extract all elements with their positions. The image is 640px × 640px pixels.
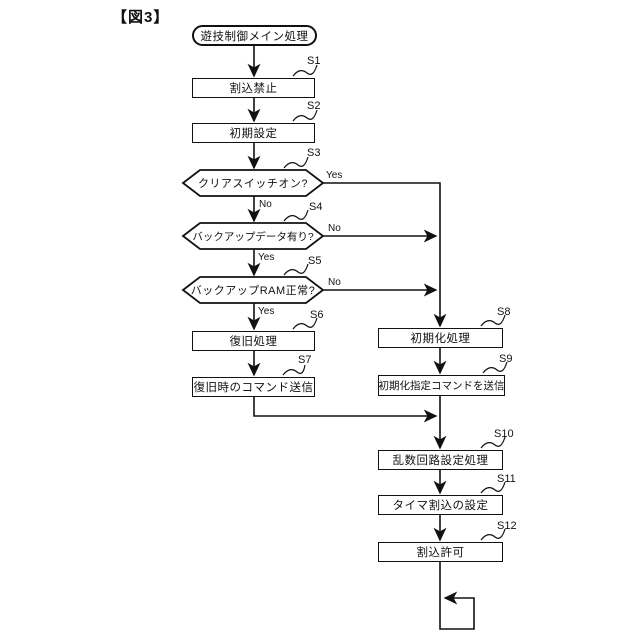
step-label-s1: S1 [307, 55, 321, 67]
start-terminal: 遊技制御メイン処理 [192, 25, 317, 46]
connector-s3-yes-trunk-s8 [323, 182, 447, 328]
step-label-s12: S12 [497, 520, 517, 532]
step-label-s2: S2 [307, 100, 321, 112]
step-label-s3: S3 [307, 147, 321, 159]
leader-s3 [283, 156, 309, 169]
leader-s5 [283, 263, 309, 276]
decision-s5-shape [181, 276, 325, 304]
branch-label-s4-yes: Yes [258, 252, 275, 263]
branch-label-s4-no: No [328, 223, 341, 234]
step-label-s9: S9 [499, 353, 513, 365]
step-label-s5: S5 [308, 255, 322, 267]
step-label-s6: S6 [310, 309, 324, 321]
decision-s3-shape [181, 169, 325, 197]
step-label-s10: S10 [494, 428, 514, 440]
branch-label-s5-no: No [328, 277, 341, 288]
step-label-s11: S11 [497, 473, 516, 485]
leader-s7 [282, 364, 306, 376]
loop-connector [439, 562, 475, 630]
process-box-s6: 復旧処理 [192, 331, 315, 351]
leader-s12 [480, 528, 506, 541]
step-label-s4: S4 [309, 201, 323, 213]
leader-s2 [292, 109, 318, 122]
process-box-s2: 初期設定 [192, 123, 315, 143]
leader-s4 [283, 209, 309, 222]
step-label-s7: S7 [298, 354, 312, 366]
branch-label-s5-yes: Yes [258, 306, 275, 317]
leader-s8 [480, 314, 506, 327]
leader-s9 [482, 361, 508, 374]
decision-s4: バックアップデータ有り? [192, 230, 314, 243]
figure-label: 【図3】 [112, 9, 170, 26]
decision-s4-shape [181, 222, 325, 250]
branch-label-s3-yes: Yes [326, 170, 343, 181]
process-box-s11: タイマ割込の設定 [378, 495, 503, 515]
connector-s7-merge [253, 397, 438, 423]
leader-s6 [292, 317, 318, 330]
process-box-s8: 初期化処理 [378, 328, 503, 348]
leader-s11 [480, 481, 506, 494]
process-box-s1: 割込禁止 [192, 78, 315, 98]
decision-s3: クリアスイッチオン? [197, 178, 309, 190]
decision-s5: バックアップRAM正常? [190, 285, 316, 297]
step-label-s8: S8 [497, 306, 511, 318]
process-box-s10: 乱数回路設定処理 [378, 450, 503, 470]
leader-s10 [480, 436, 506, 449]
process-box-s7: 復旧時のコマンド送信 [192, 377, 315, 397]
leader-s1 [292, 64, 318, 77]
branch-label-s3-no: No [259, 199, 272, 210]
process-box-s9: 初期化指定コマンドを送信 [378, 375, 505, 396]
process-box-s12: 割込許可 [378, 542, 503, 562]
